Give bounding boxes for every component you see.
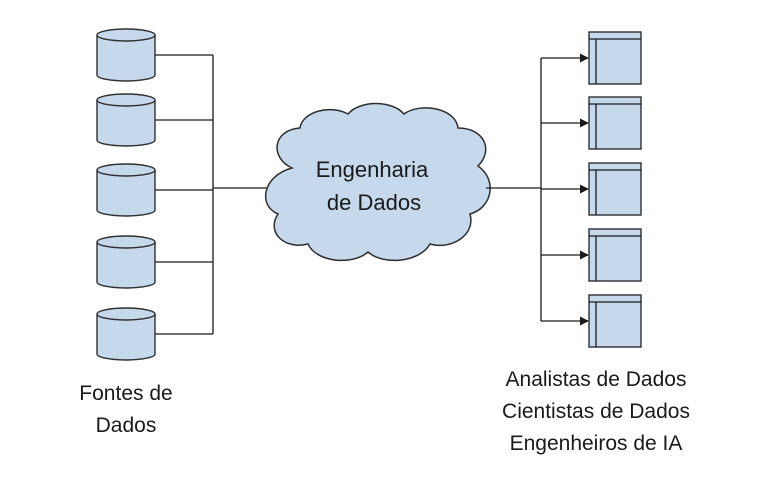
data-consumers-group [588,31,642,348]
window-icon [588,162,642,216]
cloud-title-line2: de Dados [327,190,421,215]
consumers-connector [486,53,589,326]
data-sources-group [96,28,156,361]
consumers-label-line2: Cientistas de Dados [502,400,690,423]
database-icon [96,307,156,361]
database-icon [96,235,156,289]
sources-connector [155,54,280,335]
sources-label-line2: Dados [96,414,157,437]
cloud-icon [264,102,491,262]
data-engineering-cloud: Engenharia de Dados [264,102,491,262]
consumers-label-line3: Engenheiros de IA [510,432,683,455]
sources-label-line1: Fontes de [79,382,172,405]
database-icon [96,93,156,147]
window-icon [588,294,642,348]
consumers-label-line1: Analistas de Dados [506,368,687,391]
database-icon [96,163,156,217]
window-icon [588,31,642,85]
cloud-title-line1: Engenharia [316,157,429,182]
database-icon [96,28,156,82]
window-icon [588,96,642,150]
window-icon [588,228,642,282]
